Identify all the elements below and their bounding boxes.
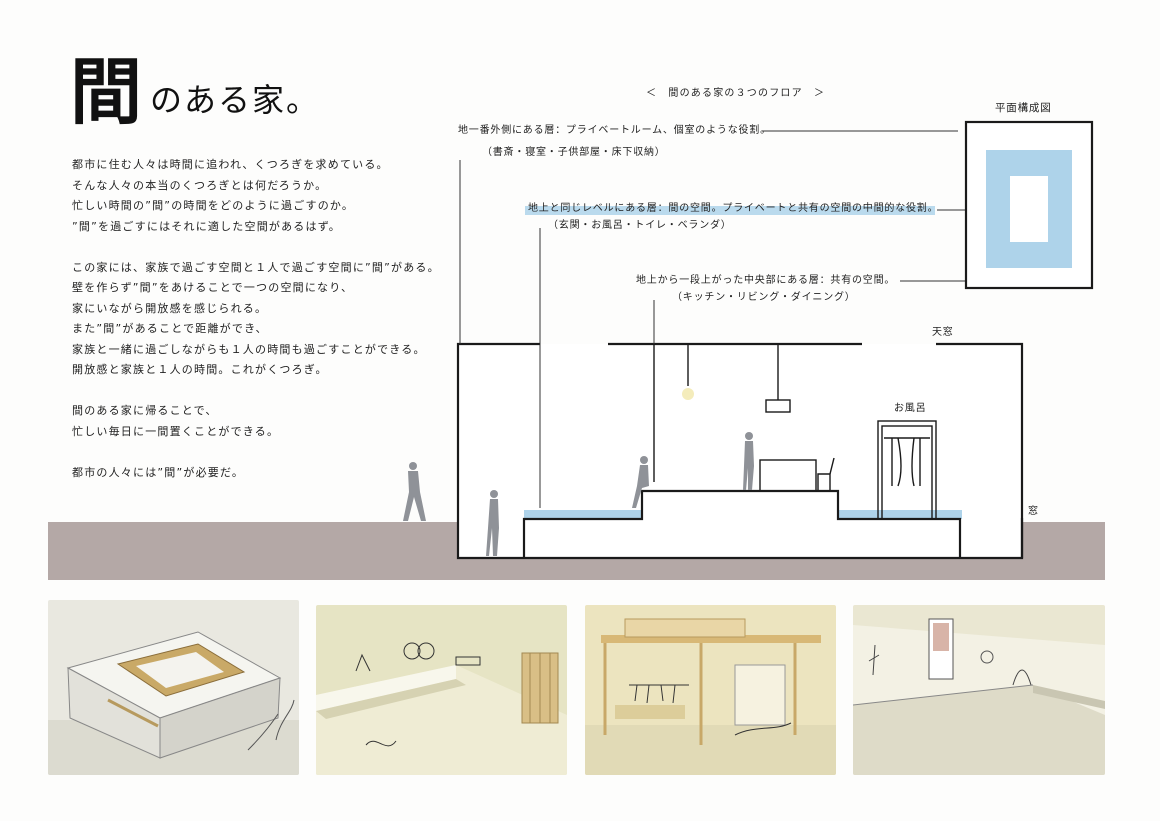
intro-line: ”間”を過ごすにはそれに適した空間があるはず。 — [72, 219, 342, 233]
model-photo-interior-bath — [853, 605, 1105, 775]
intro-text: 都市に住む人々は時間に追われ、くつろぎを求めている。そんな人々の本当のくつろぎと… — [72, 155, 452, 504]
model-photo-interior-kitchen — [316, 605, 567, 775]
layer-1-sub: （書斎・寝室・子供部屋・床下収納） — [482, 147, 666, 158]
intro-paragraph: 都市の人々には”間”が必要だ。 — [72, 463, 452, 484]
interior-lines — [653, 344, 937, 520]
figure-seated — [632, 456, 649, 508]
plan-diagram — [964, 120, 1094, 290]
model-photo-interior-frame — [585, 605, 836, 775]
intro-line: 忙しい時間の”間”の時間をどのように過ごすのか。 — [72, 199, 355, 212]
intro-line: 都市の人々には”間”が必要だ。 — [72, 465, 245, 479]
intro-line: 開放感と家族と１人の時間。これがくつろぎ。 — [72, 363, 328, 376]
intro-line: そんな人々の本当のくつろぎとは何だろうか。 — [72, 178, 328, 192]
figure-standing-center — [743, 432, 754, 490]
house-interior — [458, 344, 1022, 558]
pendant-lamp — [682, 388, 694, 400]
intro-line: 家族と一緒に過ごしながらも１人の時間も過ごすことができる。 — [72, 342, 426, 356]
intro-line: この家には、家族で過ごす空間と１人で過ごす空間に”間”がある。 — [72, 260, 440, 274]
floor-strip-right — [838, 510, 962, 519]
intro-line: 間のある家に帰ることで、 — [72, 404, 218, 417]
layer-2-sub: （玄関・お風呂・トイレ・ベランダ） — [548, 220, 732, 231]
label-skylight: 天窓 — [932, 327, 954, 338]
intro-paragraph: 間のある家に帰ることで、忙しい毎日に一間置くことができる。 — [72, 401, 452, 442]
layer-2-label: 地上と同じレベルにある層：間の空間。プライベートと共有の空間の中間的な役割。 — [528, 203, 939, 214]
floor-strip-left — [524, 510, 642, 519]
model-photo-exterior — [48, 600, 299, 775]
layer-3-label: 地上から一段上がった中央部にある層：共有の空間。 — [636, 275, 896, 286]
label-bath: お風呂 — [894, 403, 927, 414]
intro-paragraph: 都市に住む人々は時間に追われ、くつろぎを求めている。そんな人々の本当のくつろぎと… — [72, 155, 452, 237]
intro-line: 忙しい毎日に一間置くことができる。 — [72, 424, 280, 438]
title-rest: のある家。 — [150, 81, 321, 119]
figure-standing-left — [486, 490, 499, 556]
diagram-heading: ＜ 間のある家の３つのフロア ＞ — [646, 88, 826, 99]
label-window: 窓 — [1028, 506, 1039, 517]
layer-3-sub: （キッチン・リビング・ダイニング） — [672, 292, 856, 303]
house-outline — [456, 342, 1024, 560]
intro-paragraph: この家には、家族で過ごす空間と１人で過ごす空間に”間”がある。壁を作らず”間”を… — [72, 258, 452, 381]
middle-layer-highlight — [525, 206, 935, 215]
intro-line: また”間”があることで距離ができ、 — [72, 322, 268, 335]
intro-line: 家にいながら開放感を感じられる。 — [72, 301, 268, 315]
section-diagram — [48, 120, 1105, 580]
intro-line: 壁を作らず”間”をあけることで一つの空間になり、 — [72, 281, 354, 294]
intro-line: 都市に住む人々は時間に追われ、くつろぎを求めている。 — [72, 158, 389, 171]
layer-1-label: 地一番外側にある層：プライベートルーム、個室のような役割。 — [458, 125, 771, 136]
title-main-char: 間 — [70, 49, 143, 134]
plan-title: 平面構成図 — [995, 102, 1052, 114]
figure-walking — [403, 462, 426, 521]
figures — [403, 432, 754, 556]
